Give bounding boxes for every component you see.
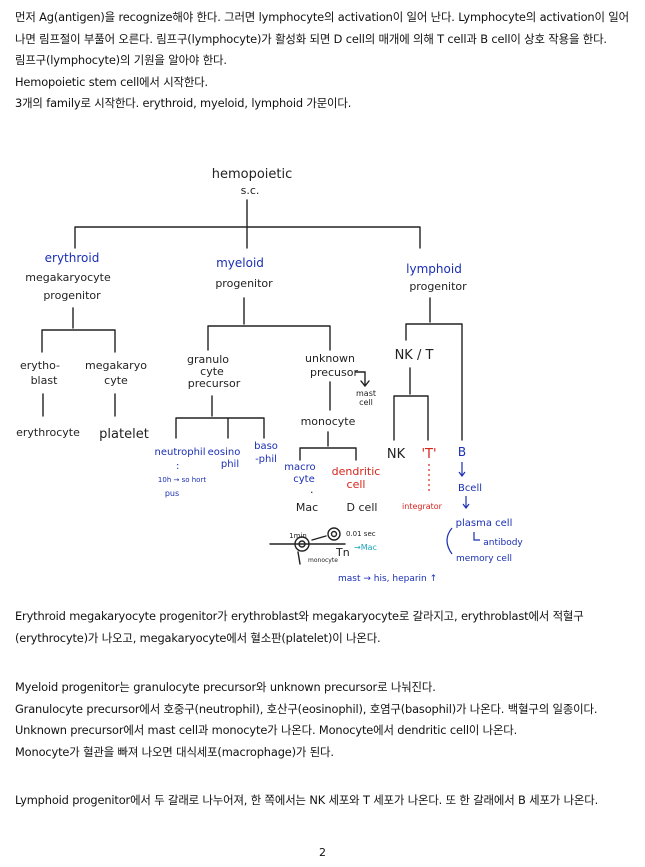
erythroid-label: erythroid — [45, 251, 100, 265]
nkt-label: NK / T — [395, 348, 434, 363]
monocyte-sketch: 1min 0.01 sec →Mac Tn monocyte — [269, 527, 377, 565]
root-branches — [74, 199, 421, 249]
dendritic-cell-label-2: cell — [347, 478, 366, 491]
pus-label: pus — [165, 489, 179, 498]
sketch-tn: Tn — [335, 546, 350, 559]
antibody-arrow — [473, 532, 480, 541]
erythrocyte-label: erythrocyte — [16, 426, 80, 439]
neutrophil-label: neutrophil — [154, 447, 205, 458]
erythroid-branches — [41, 307, 116, 353]
lymphoid-branches — [405, 297, 463, 441]
nkt-branches — [393, 367, 429, 441]
plasma-cell-label: plasma cell — [456, 518, 513, 529]
megakaryocyte-label: megakaryo — [85, 359, 147, 372]
plasma-bracket — [446, 527, 453, 555]
lymphoid-text: Lymphoid progenitor에서 두 갈래로 나누어져, 한 쪽에서는… — [15, 793, 599, 807]
myeloid-branches — [207, 297, 331, 351]
myeloid-line: Myeloid progenitor는 granulocyte precurso… — [15, 680, 436, 694]
nk-label: NK — [387, 447, 406, 462]
megakaryocyte-label-2: cyte — [104, 374, 128, 387]
sketch-spiral-inner — [330, 530, 338, 538]
intro-line: 3개의 family로 시작한다. erythroid, myeloid, ly… — [15, 96, 352, 111]
lymphoid-label: lymphoid — [406, 262, 462, 276]
mast-cell-label: mast — [356, 389, 376, 398]
sketch-monocyte: monocyte — [308, 557, 338, 564]
dcell-label: D cell — [347, 501, 378, 514]
mast-note: mast → his, heparin ↑ — [338, 574, 437, 584]
sketch-001sec: 0.01 sec — [346, 530, 376, 538]
lymphoid-progenitor-label: progenitor — [409, 280, 467, 293]
erythroid-leaf-lines — [42, 393, 116, 417]
granulocyte-branches — [175, 395, 265, 439]
page-number: 2 — [319, 846, 326, 859]
macro-dot: . — [310, 483, 314, 496]
root-label: hemopoietic — [212, 167, 293, 182]
eosinophil-label: eosino — [208, 447, 241, 458]
myeloid-label: myeloid — [216, 256, 264, 270]
macrophage-label: macro — [284, 462, 315, 473]
mast-cell-label-2: cell — [359, 398, 373, 407]
erythroblast-label-2: blast — [31, 374, 59, 387]
neutrophil-note: 10h → so hort — [158, 476, 206, 484]
macrophage-label-2: cyte — [293, 474, 315, 485]
granulocyte-precursor-label: granulo — [187, 353, 229, 366]
hematopoiesis-diagram: hemopoietic s.c. erythroid megakaryocyte… — [16, 167, 523, 584]
root-label-sc: s.c. — [241, 184, 260, 197]
intro-line: 림프구(lymphocyte)의 기원을 알아야 한다. — [15, 53, 227, 68]
neutrophil-dot: : — [176, 461, 179, 472]
sketch-mac: →Mac — [354, 543, 377, 552]
erythroid-text: Erythroid megakaryocyte progenitor가 eryt… — [15, 609, 584, 645]
erythroid-paragraph: Erythroid megakaryocyte progenitor가 eryt… — [15, 606, 633, 649]
mega-progenitor-label-2: progenitor — [43, 289, 101, 302]
mac-label: Mac — [296, 501, 318, 514]
sketch-cell-nucleus — [298, 540, 306, 548]
granulocyte-precursor-label-3: precursor — [188, 377, 241, 390]
sketch-cell — [294, 536, 310, 552]
unknown-precursor-label-2: precusor — [310, 366, 359, 379]
unknown-precursor-label: unknown — [305, 352, 355, 365]
myeloid-line: Unknown precursor에서 mast cell과 monocyte가… — [15, 723, 518, 738]
myeloid-line: Monocyte가 혈관을 빠져 나오면 대식세포(macrophage)가 된… — [15, 744, 334, 759]
sketch-arrow-2 — [297, 551, 301, 565]
sketch-spiral — [327, 527, 341, 541]
monocyte-branches — [299, 431, 357, 461]
myeloid-paragraphs: Myeloid progenitor는 granulocyte precurso… — [15, 677, 633, 763]
mast-arrow — [355, 371, 370, 388]
intro-line: Hemopoietic stem cell에서 시작한다. — [15, 74, 209, 89]
bcell-label: Bcell — [458, 483, 482, 494]
eosinophil-label-2: phil — [221, 459, 239, 470]
basophil-label: baso — [254, 441, 278, 452]
monocyte-label: monocyte — [301, 415, 356, 428]
myeloid-line: Granulocyte precursor에서 호중구(neutrophil),… — [15, 701, 598, 716]
sketch-1min: 1min — [289, 532, 307, 540]
intro-paragraphs: 먼저 Ag(antigen)을 recognize해야 한다. 그러면 lymp… — [15, 7, 633, 115]
lymphoid-paragraph: Lymphoid progenitor에서 두 갈래로 나누어져, 한 쪽에서는… — [15, 790, 633, 812]
dendritic-cell-label: dendritic — [332, 465, 381, 478]
myeloid-progenitor-label: progenitor — [215, 277, 273, 290]
t-label: 'T' — [421, 447, 436, 462]
memory-cell-label: memory cell — [456, 554, 512, 564]
mega-progenitor-label: megakaryocyte — [25, 271, 111, 284]
sketch-arrow-1 — [311, 535, 327, 541]
intro-line: 먼저 Ag(antigen)을 recognize해야 한다. 그러면 lymp… — [15, 10, 629, 46]
b-label: B — [458, 445, 466, 459]
antibody-label: antibody — [483, 538, 523, 548]
bcell-arrow — [462, 496, 470, 509]
platelet-label: platelet — [99, 427, 149, 442]
erythroblast-label: erytho- — [20, 359, 60, 372]
b-arrow — [458, 462, 466, 477]
basophil-label-2: -phil — [255, 454, 277, 465]
granulocyte-precursor-label-2: cyte — [200, 365, 224, 378]
integrator-label: integrator — [402, 502, 443, 511]
